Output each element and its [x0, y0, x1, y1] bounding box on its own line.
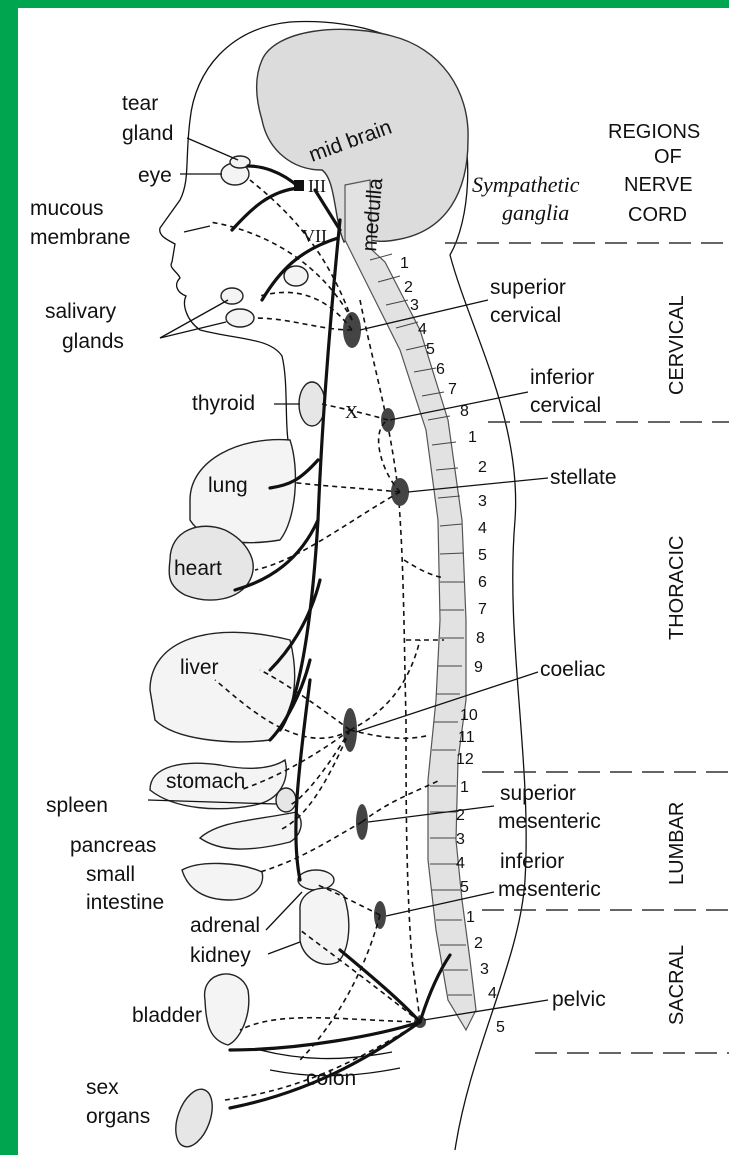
lumbar-vertebra-1: 1	[460, 779, 469, 796]
pelvic-label: pelvic	[552, 988, 606, 1011]
inferior-mesenteric-label-1: inferior	[500, 850, 564, 873]
regions-label-1: REGIONS	[608, 121, 700, 143]
organs-label: organs	[86, 1105, 150, 1128]
superior-mesenteric-label-2: mesenteric	[498, 810, 601, 833]
spleen-shape	[276, 788, 296, 812]
thoracic-vertebra-9: 9	[474, 659, 483, 676]
membrane-label: membrane	[30, 226, 130, 249]
liver-shape	[150, 632, 295, 741]
lumbar-vertebra-4: 4	[456, 855, 465, 872]
sex-label: sex	[86, 1076, 119, 1099]
cervical-vertebra-3: 3	[410, 297, 419, 314]
intestine-label: intestine	[86, 891, 164, 914]
regions-label-3: NERVE	[624, 174, 693, 196]
cervical-region-label: CERVICAL	[666, 295, 688, 395]
cervical-vertebra-7: 7	[448, 381, 457, 398]
lumbar-vertebra-3: 3	[456, 831, 465, 848]
salivary-gland-shape-2	[226, 309, 254, 327]
inferior-cervical-label-1: inferior	[530, 366, 594, 389]
salivary-label: salivary	[45, 300, 117, 323]
heart-label: heart	[174, 557, 222, 580]
thoracic-vertebra-3: 3	[478, 493, 487, 510]
spleen-label: spleen	[46, 794, 108, 817]
sacral-vertebra-4: 4	[488, 985, 497, 1002]
colon-label: colon	[306, 1067, 356, 1090]
stomach-label: stomach	[166, 770, 245, 793]
thyroid-label: thyroid	[192, 392, 255, 415]
thyroid-shape	[299, 382, 325, 426]
mucous-label: mucous	[30, 197, 104, 220]
thoracic-vertebra-2: 2	[478, 459, 487, 476]
cervical-vertebra-6: 6	[436, 361, 445, 378]
regions-label-4: CORD	[628, 204, 687, 226]
thoracic-vertebra-1: 1	[468, 429, 477, 446]
cranial-iii-label: III	[308, 176, 326, 196]
stellate-label: stellate	[550, 466, 617, 489]
lumbar-vertebra-2: 2	[456, 807, 465, 824]
small-label: small	[86, 863, 135, 886]
thoracic-vertebra-7: 7	[478, 601, 487, 618]
lumbar-region-label: LUMBAR	[666, 802, 688, 885]
sympathetic-label: Sympathetic	[472, 172, 580, 197]
cervical-vertebra-8: 8	[460, 403, 469, 420]
thoracic-vertebra-5: 5	[478, 547, 487, 564]
thoracic-vertebra-11: 11	[458, 729, 475, 746]
cranial-x-label: X	[345, 402, 358, 422]
cervical-vertebra-2: 2	[404, 279, 413, 296]
superior-cervical-label-1: superior	[490, 276, 566, 299]
coeliac-label: coeliac	[540, 658, 605, 681]
inferior-cervical-label-2: cervical	[530, 394, 601, 417]
eye-label: eye	[138, 164, 172, 187]
sacral-vertebra-3: 3	[480, 961, 489, 978]
thoracic-vertebra-8: 8	[476, 630, 485, 647]
bladder-label: bladder	[132, 1004, 202, 1027]
glands-label: glands	[62, 330, 124, 353]
cranial-vii-label: VII	[302, 226, 327, 246]
superior-mesenteric-label-1: superior	[500, 782, 576, 805]
kidney-label: kidney	[190, 944, 251, 967]
superior-cervical-label-2: cervical	[490, 304, 561, 327]
sacral-vertebra-5: 5	[496, 1019, 505, 1036]
regions-label-2: OF	[654, 146, 682, 168]
sacral-vertebra-1: 1	[466, 909, 475, 926]
ganglia-label: ganglia	[502, 200, 569, 225]
sacral-region-label: SACRAL	[666, 945, 688, 1025]
cervical-vertebra-1: 1	[400, 255, 409, 272]
thoracic-vertebra-6: 6	[478, 574, 487, 591]
pancreas-label: pancreas	[70, 834, 156, 857]
liver-label: liver	[180, 656, 219, 679]
adrenal-label: adrenal	[190, 914, 260, 937]
adrenal-shape	[298, 870, 334, 890]
thoracic-vertebra-10: 10	[460, 707, 478, 724]
thoracic-vertebra-4: 4	[478, 520, 487, 537]
thoracic-vertebra-12: 12	[456, 751, 474, 768]
inferior-mesenteric-label-2: mesenteric	[498, 878, 601, 901]
thoracic-region-label: THORACIC	[666, 536, 688, 640]
cervical-vertebra-5: 5	[426, 341, 435, 358]
cervical-vertebra-4: 4	[418, 321, 427, 338]
lumbar-vertebra-5: 5	[460, 879, 469, 896]
sacral-vertebra-2: 2	[474, 935, 483, 952]
tear-label: tear	[122, 92, 158, 115]
gland-label: gland	[122, 122, 173, 145]
lung-label: lung	[208, 474, 248, 497]
salivary-gland-shape-3	[284, 266, 308, 286]
